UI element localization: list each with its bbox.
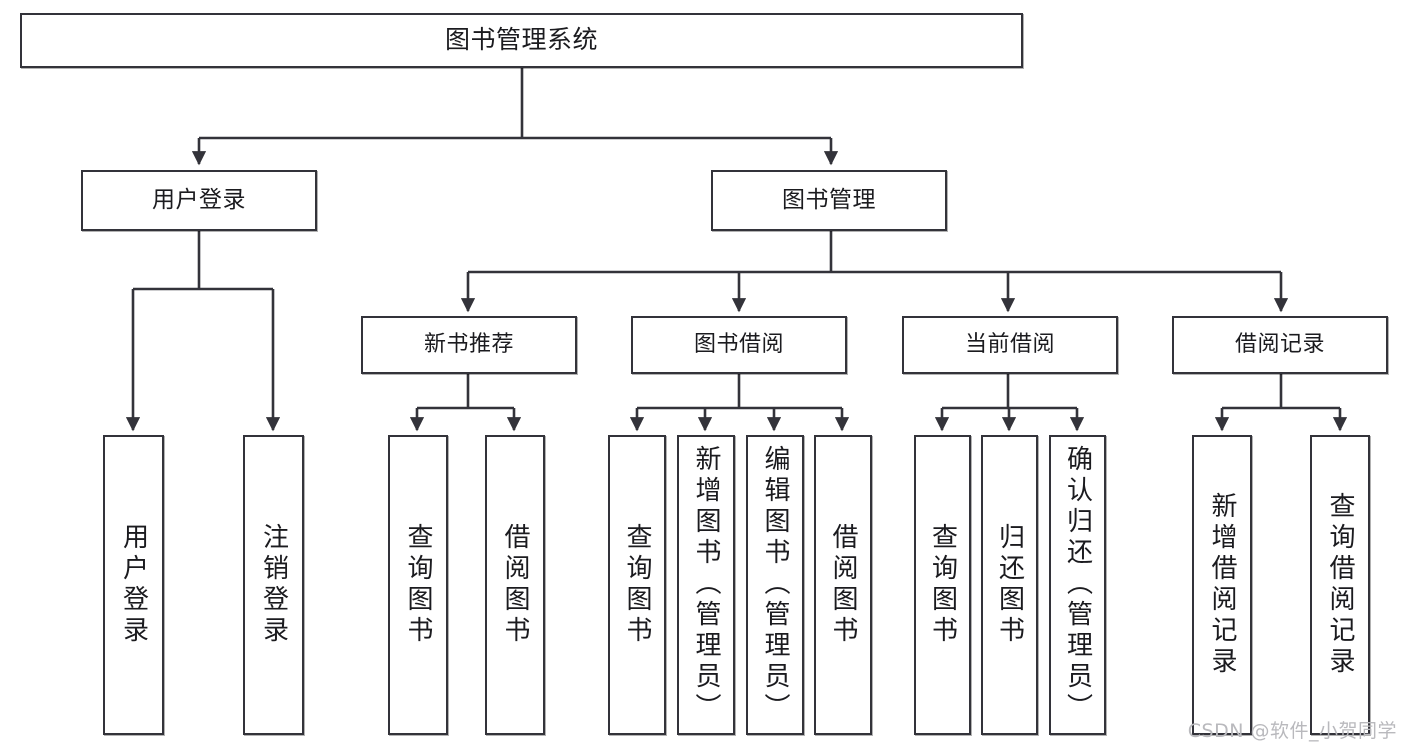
node-user-login[interactable]: 用户登录 (81, 170, 317, 231)
leaf-book-borrow-edit-book-admin[interactable]: 编辑图书（管理员） (746, 435, 804, 735)
node-label: 查询图书 (622, 523, 652, 647)
csdn-watermark: CSDN @软件_小贺同学 (1187, 720, 1397, 742)
leaf-borrow-record-add-record[interactable]: 新增借阅记录 (1192, 435, 1252, 735)
node-current-borrowing[interactable]: 当前借阅 (902, 316, 1118, 374)
node-label: 编辑图书（管理员） (760, 445, 790, 724)
leaf-book-borrow-borrow-books[interactable]: 借阅图书 (814, 435, 872, 735)
node-label: 归还图书 (994, 523, 1025, 647)
node-label: 图书管理 (782, 187, 876, 214)
leaf-book-borrow-add-book-admin[interactable]: 新增图书（管理员） (677, 435, 735, 735)
node-label: 查询图书 (927, 523, 958, 647)
node-label: 用户登录 (152, 187, 246, 214)
leaf-current-borrow-query-books[interactable]: 查询图书 (914, 435, 971, 735)
node-book-management[interactable]: 图书管理 (711, 170, 947, 231)
node-book-borrowing[interactable]: 图书借阅 (631, 316, 847, 374)
node-borrowing-record[interactable]: 借阅记录 (1172, 316, 1388, 374)
node-label: 借阅记录 (1234, 332, 1325, 358)
node-label: 新书推荐 (423, 332, 514, 358)
node-root-book-management-system[interactable]: 图书管理系统 (20, 13, 1023, 68)
node-label: 查询借阅记录 (1325, 492, 1355, 678)
node-label: 图书管理系统 (444, 25, 598, 55)
node-label: 新增图书（管理员） (691, 445, 721, 724)
node-label: 借阅图书 (500, 523, 530, 647)
node-label: 当前借阅 (964, 332, 1055, 358)
leaf-current-borrow-return-books[interactable]: 归还图书 (981, 435, 1038, 735)
node-label: 确认归还（管理员） (1062, 445, 1093, 724)
node-label: 借阅图书 (828, 523, 858, 647)
leaf-user-login-logout[interactable]: 注销登录 (243, 435, 304, 735)
node-label: 查询图书 (403, 523, 433, 647)
node-new-book-recommendation[interactable]: 新书推荐 (361, 316, 577, 374)
leaf-new-book-borrow-books[interactable]: 借阅图书 (485, 435, 545, 735)
leaf-current-borrow-confirm-return-admin[interactable]: 确认归还（管理员） (1049, 435, 1106, 735)
leaf-book-borrow-query-books[interactable]: 查询图书 (608, 435, 666, 735)
node-label: 用户登录 (118, 523, 149, 647)
node-label: 图书借阅 (693, 332, 784, 358)
leaf-borrow-record-query-record[interactable]: 查询借阅记录 (1310, 435, 1370, 735)
node-label: 新增借阅记录 (1207, 492, 1237, 678)
leaf-user-login-login[interactable]: 用户登录 (103, 435, 164, 735)
leaf-new-book-query-books[interactable]: 查询图书 (388, 435, 448, 735)
node-label: 注销登录 (258, 523, 289, 647)
